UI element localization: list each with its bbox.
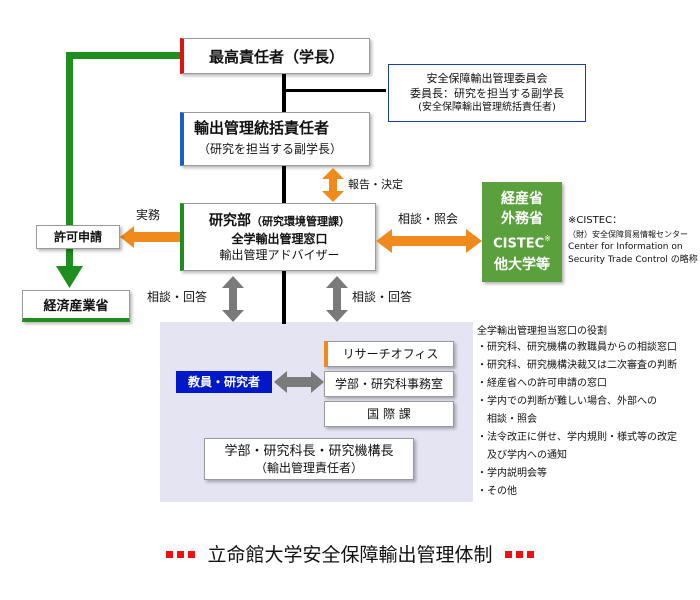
roles-item: ・学内説明会等 xyxy=(477,468,547,479)
roles-title: 全学輸出管理担当窓口の役割 xyxy=(477,326,607,337)
ministries-line1: 経産省 xyxy=(501,191,543,208)
cistec-note-line4: Security Trade Control の略称 xyxy=(568,255,698,265)
roles-item: ・研究科、研究機構の教職員からの相談窓口 xyxy=(477,342,677,353)
footer-title: 立命館大学安全保障輸出管理体制 xyxy=(207,543,493,566)
footer-squares-left xyxy=(164,544,197,563)
gray-arrow-horizontal xyxy=(274,371,324,393)
dean-box: 学部・研究科長・研究機構長 （輸出管理責任者） xyxy=(204,438,414,480)
orange-arrow-left xyxy=(120,226,180,248)
committee-connector-line xyxy=(286,89,386,92)
committee-line1: 安全保障輸出管理委員会 xyxy=(426,72,548,85)
roles-item: ・研究科、研究機構決裁又は二次審査の判断 xyxy=(477,360,677,371)
faculty-badge: 教員・研究者 xyxy=(176,371,272,393)
green-arrow-down xyxy=(56,266,83,288)
green-line-top xyxy=(66,52,180,59)
main-vertical-line xyxy=(282,70,286,324)
research-dept-title: 研究部 xyxy=(209,213,251,229)
dept-office-label: 学部・研究科事務室 xyxy=(334,377,443,391)
permit-label: 許可申請 xyxy=(53,230,102,244)
orange-arrow-vertical xyxy=(322,168,344,202)
cistec-note-line2: （財）安全保障貿易情報センター xyxy=(568,230,688,239)
gray-arrow-mid xyxy=(326,276,348,322)
footer-squares-right xyxy=(503,544,536,563)
chief-box: 輸出管理統括責任者 （研究を担当する副学長） xyxy=(180,112,370,166)
roles-item: 及び学内への通知 xyxy=(477,450,567,461)
consult-label-mid: 相談・回答 xyxy=(352,290,413,304)
faculty-label: 教員・研究者 xyxy=(187,375,260,389)
dean-line1: 学部・研究科長・研究機構長 xyxy=(224,443,394,459)
cistec-note-line1: ※CISTEC： xyxy=(568,215,623,226)
ministries-line3-row: CISTEC※ xyxy=(493,229,551,254)
meti-label: 経済産業省 xyxy=(43,299,109,314)
dept-office-box: 学部・研究科事務室 xyxy=(324,371,454,397)
footer-title-row: 立命館大学安全保障輸出管理体制 xyxy=(0,538,700,568)
ministries-line3-mark: ※ xyxy=(544,234,551,244)
president-box: 最高責任者（学長） xyxy=(180,38,370,74)
committee-line2: 委員長：研究を担当する副学長 xyxy=(410,87,564,100)
roles-item: ・法令改正に併せ、学内規則・様式等の改定 xyxy=(477,432,677,443)
ministries-line2: 外務省 xyxy=(501,211,543,228)
president-label: 最高責任者（学長） xyxy=(208,47,344,66)
roles-list: 全学輸出管理担当窓口の役割 ・研究科、研究機構の教職員からの相談窓口 ・研究科、… xyxy=(477,324,699,501)
consult-label-right: 相談・照会 xyxy=(398,212,459,226)
meti-box: 経済産業省 xyxy=(22,290,130,322)
ministries-line3: CISTEC xyxy=(493,236,545,252)
consult-label-left: 相談・回答 xyxy=(147,290,208,304)
research-dept-box: 研究部（研究環境管理課） 全学輸出管理窓口 輸出管理アドバイザー xyxy=(180,203,376,271)
research-dept-line2: 全学輸出管理窓口 xyxy=(231,232,328,246)
green-line-vertical xyxy=(66,52,73,270)
chief-subtitle: （研究を担当する副学長） xyxy=(198,142,343,156)
ministries-box: 経産省 外務省 CISTEC※ 他大学等 xyxy=(482,182,562,282)
roles-item: ・学内での判断が難しい場合、外部への xyxy=(477,396,657,407)
ministries-line4: 他大学等 xyxy=(494,256,550,273)
cistec-note: ※CISTEC： （財）安全保障貿易情報センター Center for Info… xyxy=(568,214,698,267)
research-office-label: リサーチオフィス xyxy=(342,347,439,361)
jitsumu-label: 実務 xyxy=(136,208,161,222)
orange-arrow-horizontal xyxy=(376,229,482,253)
cistec-note-line3: Center for Information on xyxy=(568,242,683,252)
roles-item: ・その他 xyxy=(477,486,517,497)
chief-title: 輸出管理統括責任者 xyxy=(194,119,330,137)
roles-item: 相談・照会 xyxy=(477,414,537,425)
research-office-box: リサーチオフィス xyxy=(324,341,454,367)
intl-office-label: 国 際 課 xyxy=(367,407,411,421)
research-dept-title-paren: （研究環境管理課） xyxy=(251,215,350,228)
report-label: 報告・決定 xyxy=(348,178,403,191)
permit-box: 許可申請 xyxy=(36,225,120,249)
dean-line2: （輸出管理責任者） xyxy=(254,460,363,475)
committee-box: 安全保障輸出管理委員会 委員長：研究を担当する副学長 (安全保障輸出管理統括責任… xyxy=(388,64,586,122)
roles-item: ・経産省への許可申請の窓口 xyxy=(477,378,607,389)
intl-office-box: 国 際 課 xyxy=(324,401,454,427)
research-dept-title-row: 研究部（研究環境管理課） xyxy=(209,211,350,231)
research-dept-line3: 輸出管理アドバイザー xyxy=(219,248,340,262)
gray-arrow-left xyxy=(222,276,244,322)
committee-line3: (安全保障輸出管理統括責任者) xyxy=(418,102,556,113)
